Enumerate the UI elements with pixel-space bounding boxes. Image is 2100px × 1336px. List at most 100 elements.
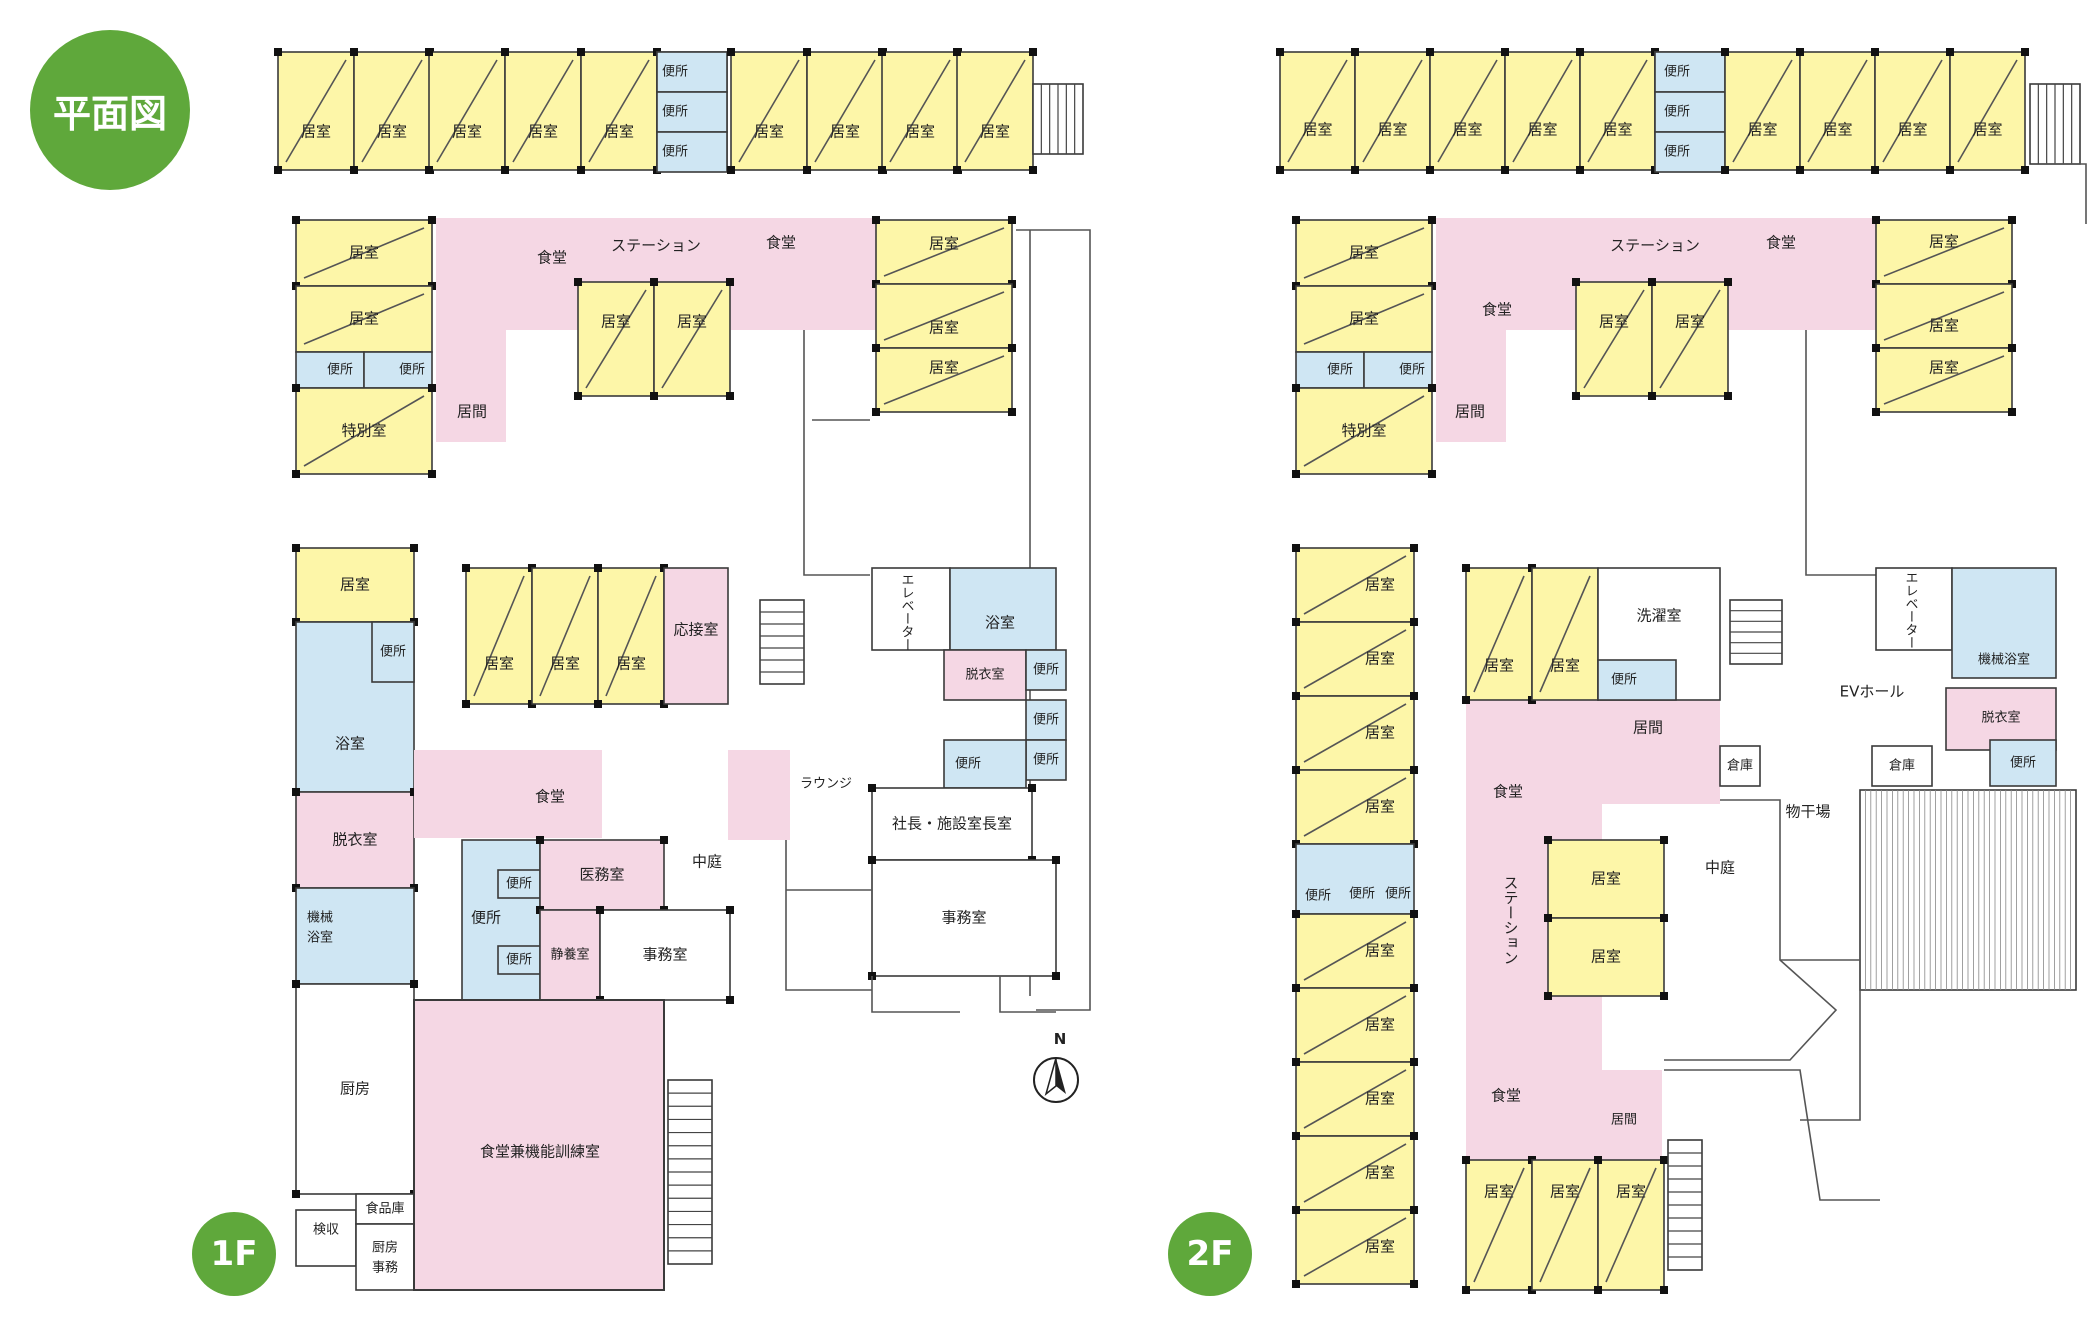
corridor-line [803, 330, 870, 576]
courtyard-outline [1664, 799, 1838, 1061]
room-label-kyoshitsu: 居室 [1365, 724, 1395, 742]
room-label-kyoshitsu: 居室 [1591, 948, 1621, 966]
column [1410, 766, 1418, 774]
room-label-kyoshitsu: 居室 [1302, 121, 1332, 139]
column [292, 788, 300, 796]
room-label-benjo: 便所 [1033, 753, 1059, 768]
room-label-shokudo: 食堂 [1482, 301, 1512, 319]
stair-icon [1667, 1139, 1703, 1271]
room-label-kyoshitsu: 居室 [929, 235, 959, 253]
room-label-benjo: 便所 [327, 363, 353, 378]
column [1292, 618, 1300, 626]
drying-deck [1859, 789, 2077, 991]
room-label-kyoshitsu: 居室 [1484, 657, 1514, 675]
room-diagonal [1303, 1143, 1407, 1203]
room-label-kyoshitsu: 居室 [1484, 1183, 1514, 1201]
room-diagonal [1303, 1069, 1407, 1129]
room-label-kyoshitsu: 居室 [1929, 317, 1959, 335]
room-null [871, 567, 951, 651]
room-label-shokudo: 食堂 [1491, 1087, 1521, 1105]
room-label-nakaniwa: 中庭 [1705, 859, 1735, 877]
room-label-chubo: 厨房 [340, 1080, 370, 1098]
room-label-kyoshitsu: 居室 [528, 123, 558, 141]
room-label-benjo: 便所 [1611, 673, 1637, 688]
room-label-shokudo_kunren: 食堂兼機能訓練室 [480, 1143, 600, 1161]
room-diagonal [1605, 1167, 1657, 1283]
column [1721, 166, 1729, 174]
room-label-kyoshitsu: 居室 [1365, 650, 1395, 668]
column [274, 48, 282, 56]
room-label-kyoshitsu: 居室 [1365, 1016, 1395, 1034]
room-label-benjo: 便所 [1664, 105, 1690, 120]
column [428, 384, 436, 392]
column [1871, 166, 1879, 174]
column [868, 856, 876, 864]
room-label-yokushitsu: 浴室 [335, 735, 365, 753]
column [1462, 1286, 1470, 1294]
room-jimu [871, 859, 1057, 977]
room-label-tokubetsu: 特別室 [1341, 422, 1386, 440]
column [1292, 1058, 1300, 1066]
room-diagonal [1303, 395, 1425, 467]
room-label-datsui: 脱衣室 [1981, 710, 2020, 726]
room-label-shokuhinko: 食品庫 [365, 1201, 404, 1217]
room-diagonal [1303, 777, 1407, 837]
stair-icon [667, 1079, 713, 1265]
column [727, 48, 735, 56]
room-benjo [1025, 739, 1067, 781]
column [410, 980, 418, 988]
column [803, 166, 811, 174]
column [577, 166, 585, 174]
room-label-kyoshitsu: 居室 [830, 123, 860, 141]
corridor-line [785, 840, 872, 991]
column [1872, 216, 1880, 224]
north-living-zone [436, 330, 506, 442]
room-label-kyoshitsu: 居室 [1365, 1090, 1395, 1108]
room-seiyo [539, 909, 601, 1001]
room-benjo [1654, 51, 1726, 93]
compass-label: N [1054, 1030, 1067, 1048]
room-benjo [1989, 739, 2057, 787]
room-diagonal [883, 355, 1005, 405]
column [1648, 278, 1656, 286]
column [292, 384, 300, 392]
room-diagonal [303, 227, 425, 279]
room-jimu [599, 909, 731, 1001]
column [501, 166, 509, 174]
room-label-kyoshitsu: 居室 [616, 655, 646, 673]
room-label-benjo: 便所 [1033, 663, 1059, 678]
room-diagonal [1303, 227, 1425, 279]
column [1351, 48, 1359, 56]
column [1946, 166, 1954, 174]
column [1660, 914, 1668, 922]
room-kenshu [295, 1209, 357, 1267]
column [1946, 48, 1954, 56]
column [1008, 408, 1016, 416]
room-diagonal [883, 291, 1005, 341]
corridor-line [1805, 330, 1876, 576]
room-diagonal [512, 59, 574, 163]
room-label-kyoshitsu: 居室 [1365, 1164, 1395, 1182]
column [1796, 48, 1804, 56]
column [1410, 544, 1418, 552]
room-diagonal [1303, 921, 1407, 981]
column [292, 216, 300, 224]
room-label-kyoshitsu: 居室 [754, 123, 784, 141]
room-label-kyoshitsu: 居室 [1365, 576, 1395, 594]
column [1462, 696, 1470, 704]
room-label-shokudo: 食堂 [1493, 783, 1523, 801]
column [878, 48, 886, 56]
column [425, 48, 433, 56]
room-diagonal [964, 59, 1026, 163]
room-diagonal [661, 289, 723, 389]
room-label-kyoshitsu: 居室 [604, 123, 634, 141]
room-kyoshitsu [1949, 51, 2026, 171]
room-label-kyoshitsu: 居室 [1675, 313, 1705, 331]
room-label-lounge: ラウンジ [800, 777, 852, 792]
column [410, 544, 418, 552]
room-benjo [1597, 659, 1677, 701]
room-diagonal [1362, 59, 1423, 163]
room-label-kyoshitsu: 居室 [677, 313, 707, 331]
column [1721, 48, 1729, 56]
room-label-chubo_jimu_b: 事務 [372, 1261, 398, 1276]
